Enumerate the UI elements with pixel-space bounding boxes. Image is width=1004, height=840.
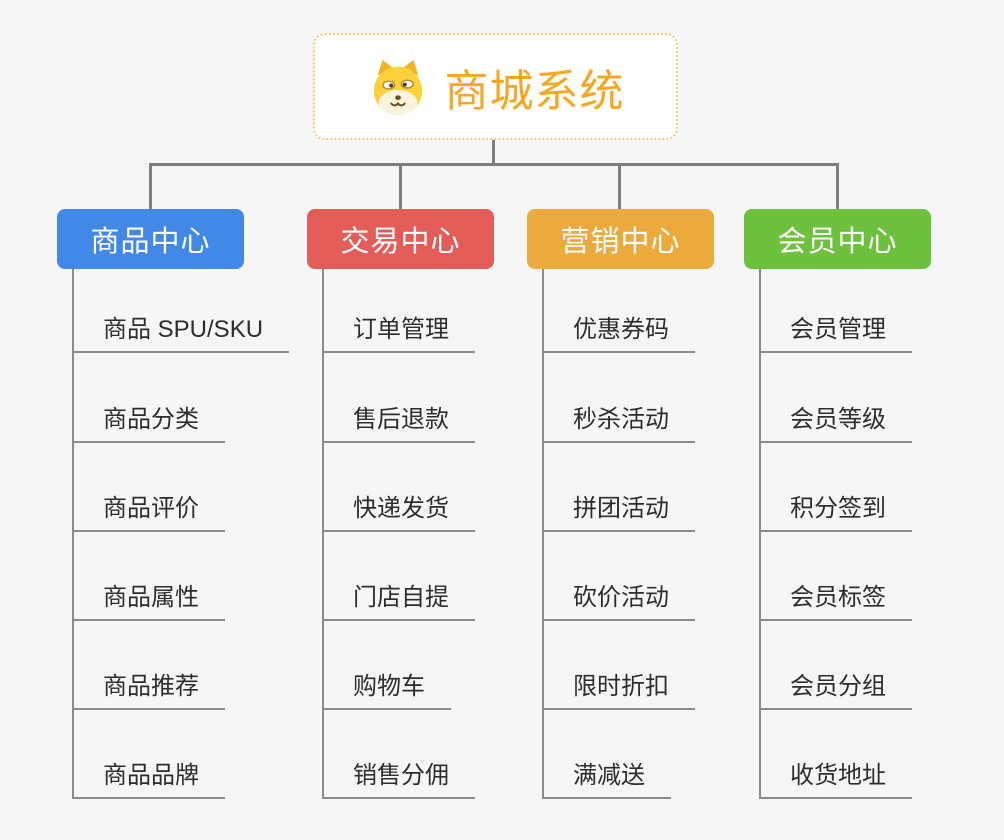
connector-branch-drop bbox=[836, 163, 839, 210]
branch-header[interactable]: 会员中心 bbox=[744, 209, 931, 269]
branch-spine-line bbox=[542, 269, 544, 799]
branch-spine-line bbox=[72, 269, 74, 799]
branch-column: 会员中心 会员管理会员等级积分签到会员标签会员分组收货地址 bbox=[744, 0, 994, 840]
root-topic[interactable]: 商城系统 bbox=[313, 33, 678, 140]
subtopic[interactable]: 限时折扣 bbox=[542, 670, 695, 710]
subtopic[interactable]: 收货地址 bbox=[759, 759, 912, 799]
subtopic[interactable]: 会员等级 bbox=[759, 403, 912, 443]
connector-horizontal-bar bbox=[149, 163, 839, 166]
branch-spine-line bbox=[759, 269, 761, 799]
doge-icon bbox=[367, 56, 429, 118]
subtopic[interactable]: 售后退款 bbox=[322, 403, 475, 443]
subtopic[interactable]: 购物车 bbox=[322, 670, 451, 710]
subtopic[interactable]: 会员管理 bbox=[759, 313, 912, 353]
connector-branch-drop bbox=[399, 163, 402, 210]
subtopic[interactable]: 商品评价 bbox=[72, 492, 225, 532]
connector-branch-drop bbox=[618, 163, 621, 210]
branch-label: 会员中心 bbox=[777, 226, 898, 258]
subtopic[interactable]: 门店自提 bbox=[322, 581, 475, 621]
subtopic[interactable]: 会员分组 bbox=[759, 670, 912, 710]
subtopic[interactable]: 秒杀活动 bbox=[542, 403, 695, 443]
subtopic[interactable]: 优惠券码 bbox=[542, 313, 695, 353]
branch-label: 商品中心 bbox=[90, 226, 211, 258]
branch-label: 交易中心 bbox=[340, 226, 461, 258]
subtopic[interactable]: 商品属性 bbox=[72, 581, 225, 621]
subtopic[interactable]: 商品 SPU/SKU bbox=[72, 313, 290, 353]
connector-branch-drop bbox=[149, 163, 152, 210]
subtopic[interactable]: 商品品牌 bbox=[72, 759, 225, 799]
branch-label: 营销中心 bbox=[560, 226, 681, 258]
subtopic[interactable]: 快递发货 bbox=[322, 492, 475, 532]
subtopic[interactable]: 满减送 bbox=[542, 759, 671, 799]
subtopic[interactable]: 会员标签 bbox=[759, 581, 912, 621]
branch-column: 营销中心 优惠券码秒杀活动拼团活动砍价活动限时折扣满减送 bbox=[527, 0, 777, 840]
root-title: 商城系统 bbox=[444, 66, 625, 116]
branch-header[interactable]: 营销中心 bbox=[527, 209, 714, 269]
branch-header[interactable]: 交易中心 bbox=[307, 209, 494, 269]
branch-column: 商品中心 商品 SPU/SKU 商品分类商品评价商品属性商品推荐商品品牌 bbox=[57, 0, 307, 840]
branch-spine-line bbox=[322, 269, 324, 799]
subtopic[interactable]: 砍价活动 bbox=[542, 581, 695, 621]
subtopic[interactable]: 积分签到 bbox=[759, 492, 912, 532]
subtopic[interactable]: 订单管理 bbox=[322, 313, 475, 353]
subtopic[interactable]: 商品推荐 bbox=[72, 670, 225, 710]
subtopic[interactable]: 销售分佣 bbox=[322, 759, 475, 799]
subtopic[interactable]: 拼团活动 bbox=[542, 492, 695, 532]
subtopic[interactable]: 商品分类 bbox=[72, 403, 225, 443]
branch-header[interactable]: 商品中心 bbox=[57, 209, 244, 269]
connector-root-drop bbox=[492, 140, 495, 165]
branch-column: 交易中心 订单管理售后退款快递发货门店自提购物车销售分佣 bbox=[307, 0, 557, 840]
